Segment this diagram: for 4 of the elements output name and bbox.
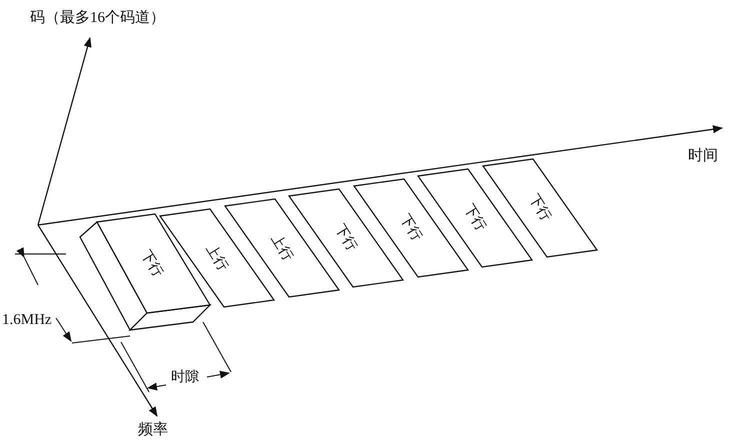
axis-label: 频率 [138,420,168,439]
axis-label: 码（最多16个码道） [30,8,165,27]
axis-label: 时间 [688,146,718,165]
dimension-label: 时隙 [171,368,199,386]
